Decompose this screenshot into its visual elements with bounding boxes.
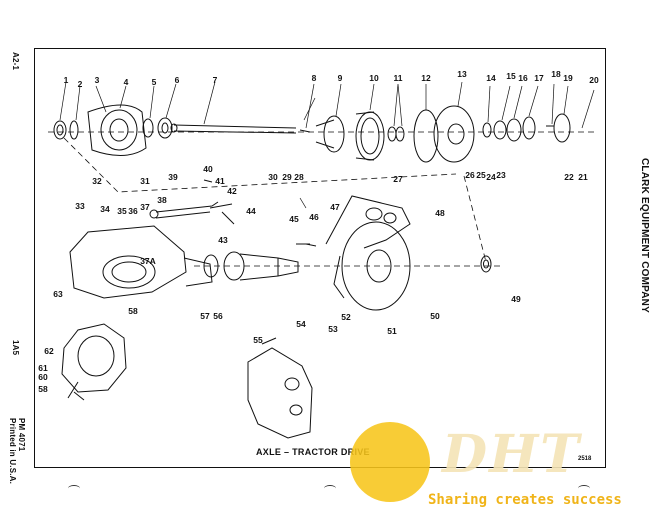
callout-57: 57	[200, 310, 210, 321]
callout-14: 14	[486, 72, 496, 83]
callout-61: 61	[38, 362, 48, 373]
callout-55: 55	[253, 334, 263, 345]
callout-63: 63	[53, 288, 63, 299]
callout-27: 27	[393, 173, 403, 184]
callout-20: 20	[589, 74, 599, 85]
callout-5: 5	[151, 76, 157, 87]
callout-3: 3	[94, 74, 100, 85]
callout-6: 6	[174, 74, 180, 85]
watermark: DHT Sharing creates success	[350, 420, 650, 510]
callout-2: 2	[77, 78, 83, 89]
callout-4: 4	[123, 76, 129, 87]
manual-code: PM 4071	[17, 418, 26, 452]
callout-52: 52	[341, 311, 351, 322]
callout-24: 24	[486, 171, 496, 182]
callout-7: 7	[212, 74, 218, 85]
callout-25: 25	[476, 169, 486, 180]
callout-42: 42	[227, 185, 237, 196]
callout-34: 34	[100, 203, 110, 214]
callout-9: 9	[337, 72, 343, 83]
page-code: 1A5	[11, 340, 20, 356]
callout-45: 45	[289, 213, 299, 224]
callout-39: 39	[168, 171, 178, 182]
binder-hole-middle	[324, 485, 336, 492]
binder-hole-right	[578, 485, 590, 492]
callout-58-upper: 58	[128, 305, 138, 316]
callout-30: 30	[268, 171, 278, 182]
callout-29: 29	[282, 171, 292, 182]
figure-number: 2518	[578, 456, 592, 462]
callout-43: 43	[218, 234, 228, 245]
callout-11: 11	[393, 72, 403, 83]
callout-26: 26	[465, 169, 475, 180]
section-code: A2-1	[11, 52, 20, 71]
callout-40: 40	[203, 163, 213, 174]
callout-21: 21	[578, 171, 588, 182]
printed-note: Printed in U.S.A.	[8, 418, 17, 485]
callout-10: 10	[369, 72, 379, 83]
callout-23: 23	[496, 169, 506, 180]
binder-hole-left	[68, 485, 80, 492]
watermark-emblem-icon	[350, 422, 430, 502]
callout-54: 54	[296, 318, 306, 329]
callout-38: 38	[157, 194, 167, 205]
callout-35: 35	[117, 205, 127, 216]
callout-32: 32	[92, 175, 102, 186]
callout-60: 60	[38, 371, 48, 382]
callout-36: 36	[128, 205, 138, 216]
callout-31: 31	[140, 175, 150, 186]
callout-22: 22	[564, 171, 574, 182]
callout-56: 56	[213, 310, 223, 321]
exploded-view-diagram	[34, 48, 606, 468]
callout-12: 12	[421, 72, 431, 83]
callout-1: 1	[63, 74, 69, 85]
figure-caption: AXLE – TRACTOR DRIVE	[256, 447, 370, 457]
watermark-logo: DHT	[442, 424, 581, 485]
callout-33: 33	[75, 200, 85, 211]
callout-58-lower: 58	[38, 383, 48, 394]
callout-16: 16	[518, 72, 528, 83]
callout-37a: 37A	[140, 255, 156, 266]
callout-53: 53	[328, 323, 338, 334]
figure-frame	[34, 48, 606, 468]
callout-17: 17	[534, 72, 544, 83]
callout-37: 37	[140, 201, 150, 212]
callout-28: 28	[294, 171, 304, 182]
callout-50: 50	[430, 310, 440, 321]
callout-13: 13	[457, 68, 467, 79]
callout-44: 44	[246, 205, 256, 216]
callout-48: 48	[435, 207, 445, 218]
callout-8: 8	[311, 72, 317, 83]
watermark-tagline: Sharing creates success	[428, 492, 622, 508]
callout-47: 47	[330, 201, 340, 212]
callout-49: 49	[511, 293, 521, 304]
callout-62: 62	[44, 345, 54, 356]
callout-15: 15	[506, 70, 516, 81]
company-name: CLARK EQUIPMENT COMPANY	[639, 158, 650, 313]
callout-46: 46	[309, 211, 319, 222]
callout-18: 18	[551, 68, 561, 79]
callout-51: 51	[387, 325, 397, 336]
callout-41: 41	[215, 175, 225, 186]
callout-19: 19	[563, 72, 573, 83]
